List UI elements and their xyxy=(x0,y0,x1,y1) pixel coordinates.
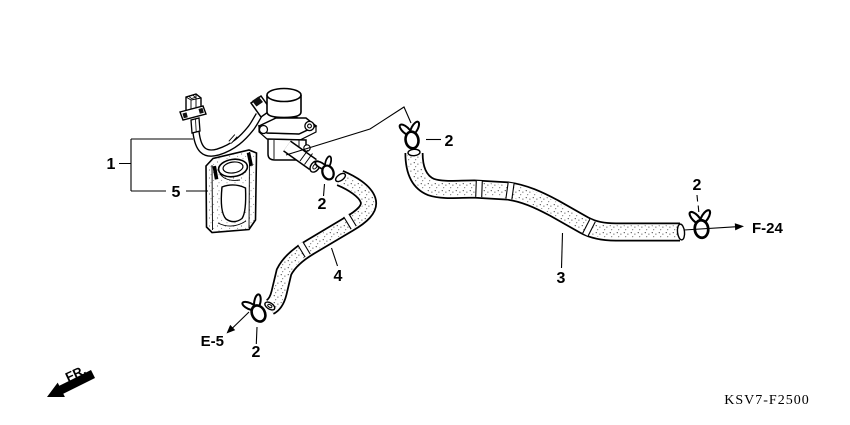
e5-label: E-5 xyxy=(201,333,224,350)
fr-direction-arrow: FR. xyxy=(47,362,95,397)
callout-2-hose3-right-clamp: 2 xyxy=(693,177,702,194)
hose-3 xyxy=(404,148,686,242)
callout-1-valve-assembly: 1 xyxy=(107,156,116,173)
air-injection-control-valve xyxy=(249,87,321,173)
callout-4-hose: 4 xyxy=(334,268,343,285)
callout-2-hose4-clamp: 2 xyxy=(252,344,261,361)
callout-5-bracket: 5 xyxy=(172,184,181,201)
f24-reference-arrow xyxy=(683,223,744,231)
valve-wire xyxy=(192,113,263,157)
e5-reference-arrow xyxy=(226,311,250,334)
f24-label: F-24 xyxy=(752,220,784,237)
tube-clamp-hose3-right xyxy=(685,206,716,241)
tube-clamp-hose3-left xyxy=(396,118,427,152)
callout-2-hose3-left-clamp: 2 xyxy=(445,133,454,150)
wire-connector xyxy=(179,93,207,134)
valve-mounting-bracket xyxy=(205,149,258,234)
callout-2-valve-clamp: 2 xyxy=(318,196,327,213)
hose-4 xyxy=(264,170,377,315)
callout-3-hose: 3 xyxy=(557,270,566,287)
leader-lines xyxy=(119,106,700,345)
diagram-code: KSV7-F2500 xyxy=(724,393,809,408)
